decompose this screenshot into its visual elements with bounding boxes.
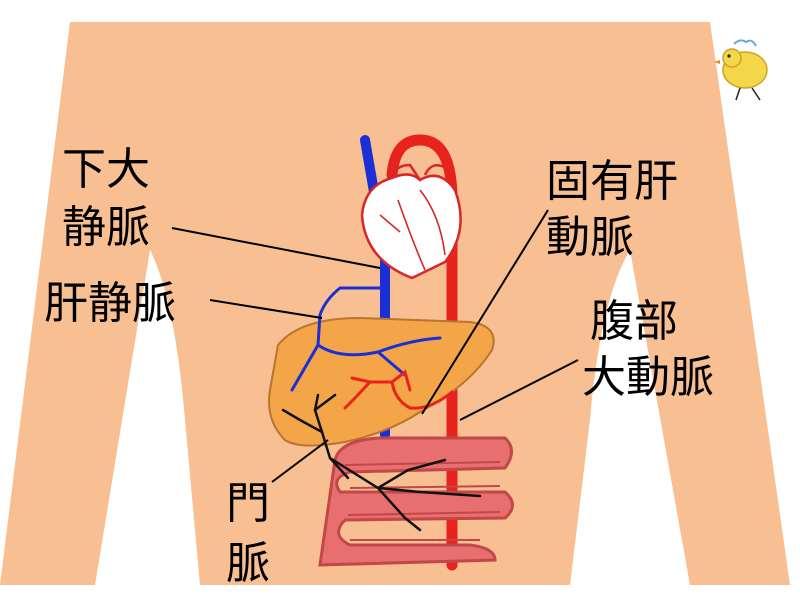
- chick-icon: [714, 39, 768, 101]
- label-proper-hepatic-artery-line2: 動脈: [546, 212, 634, 263]
- leader-ivc: [171, 227, 381, 269]
- hepatic-artery-branches: [343, 369, 454, 410]
- label-ivc-line2: 静脈: [62, 202, 150, 253]
- portal-vein: [281, 393, 482, 532]
- label-hepatic-vein: 肝静脈: [44, 278, 176, 329]
- label-ivc-line1: 下大: [62, 144, 150, 195]
- intestines: [318, 436, 514, 567]
- label-portal-vein-line2: 脈: [226, 538, 270, 589]
- leader-portal-vein: [271, 439, 329, 483]
- label-proper-hepatic-artery-line1: 固有肝: [546, 156, 678, 207]
- leader-lines: [171, 209, 579, 483]
- leader-hepatic-vein: [209, 299, 323, 319]
- leader-abdominal-aorta: [459, 359, 579, 421]
- label-abdominal-aorta-line1: 腹部: [590, 296, 678, 347]
- heart: [360, 163, 462, 280]
- leader-proper-hepatic-artery: [421, 209, 549, 415]
- label-abdominal-aorta-line2: 大動脈: [582, 352, 714, 403]
- hepatic-vein-branches: [290, 286, 442, 392]
- label-portal-vein-line1: 門: [226, 478, 270, 529]
- aorta: [386, 134, 458, 571]
- torso: [0, 22, 790, 585]
